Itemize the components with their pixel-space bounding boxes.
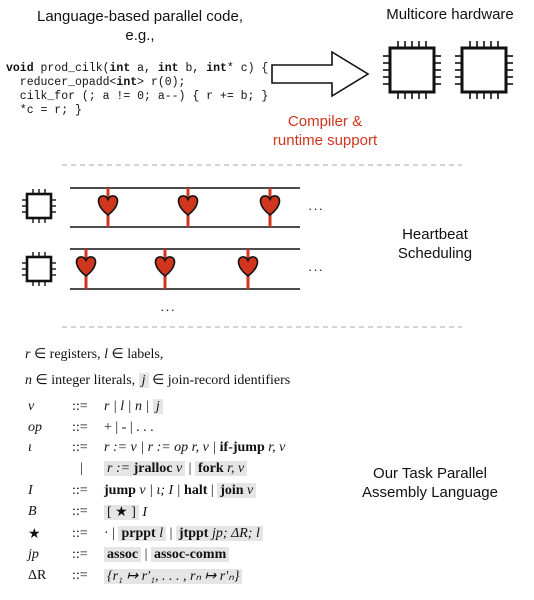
compiler-label-line2: runtime support [272, 132, 378, 149]
code-line-4: *c = r; } [6, 104, 82, 117]
compiler-label: Compiler & runtime support [250, 112, 400, 150]
heartbeat-label-line2: Scheduling [397, 245, 473, 262]
source-code-title-line1: Language-based parallel code, [37, 8, 243, 25]
code-line-1: void prod_cilk(int a, int b, int* c) { [6, 62, 269, 75]
chip-icon [455, 41, 513, 99]
source-code-title: Language-based parallel code, e.g., [0, 8, 280, 44]
grammar-rule-jp: jp ::= assoc | assoc-comm [0, 547, 534, 567]
grammar-rule-iota: ι ::= r := v | r := op r, v | if-jump r,… [28, 440, 286, 455]
grammar-rule-op: op ::= + | - | . . . [28, 420, 154, 435]
grammar-rule-star: ★ ::= · | prppt l | jtppt jp; ΔR; l [0, 526, 534, 546]
grammar-domain-line-1: r ∈ registers, l ∈ labels, [25, 347, 164, 362]
code-snippet: void prod_cilk(int a, int b, int* c) { r… [6, 62, 268, 118]
heartbeat-marker [259, 188, 281, 227]
heartbeat-marker [75, 249, 97, 289]
heartbeat-marker [177, 188, 199, 227]
lane-ellipsis: ··· [308, 262, 324, 277]
heartbeat-marker [237, 249, 259, 289]
grammar-rule-v: v ::= r | l | n | j [0, 399, 534, 419]
code-line-2: reducer_opadd<int> r(0); [6, 76, 186, 89]
core-icon [22, 252, 56, 286]
more-cores-ellipsis: ··· [160, 302, 176, 317]
multicore-hardware-title: Multicore hardware [386, 6, 514, 23]
grammar-rule-I: I ::= jump v | ι; I | halt | join v [0, 483, 534, 503]
grammar-domain-line-2: n ∈ integer literals, j ∈ join-record id… [25, 373, 291, 388]
heartbeat-marker [154, 249, 176, 289]
code-line-3: cilk_for (; a != 0; a--) { r += b; } [6, 90, 269, 103]
compiler-label-line1: Compiler & [287, 113, 363, 130]
tpal-label-line2: Assembly Language [362, 484, 498, 501]
tpal-label-line1: Our Task Parallel [373, 465, 487, 482]
core-icon [22, 189, 56, 223]
grammar-rule-B: B ::= [ ★ ] I [28, 504, 148, 520]
grammar-rule-iota-cont: | r := jralloc v | fork r, v [0, 461, 534, 481]
lane-ellipsis: ··· [308, 201, 324, 216]
heartbeat-label-line1: Heartbeat [402, 226, 468, 243]
grammar-rule-delta-r: ΔR ::= {r₁ ↦ r′₁, . . . , rₙ ↦ r′ₙ} [0, 568, 534, 588]
tpal-label: Our Task Parallel Assembly Language [340, 464, 520, 502]
heartbeat-scheduling-label: Heartbeat Scheduling [375, 225, 495, 263]
heartbeat-marker [97, 188, 119, 227]
chip-icon [383, 41, 441, 99]
source-code-title-line2: e.g., [125, 27, 155, 44]
compile-arrow [271, 50, 370, 98]
